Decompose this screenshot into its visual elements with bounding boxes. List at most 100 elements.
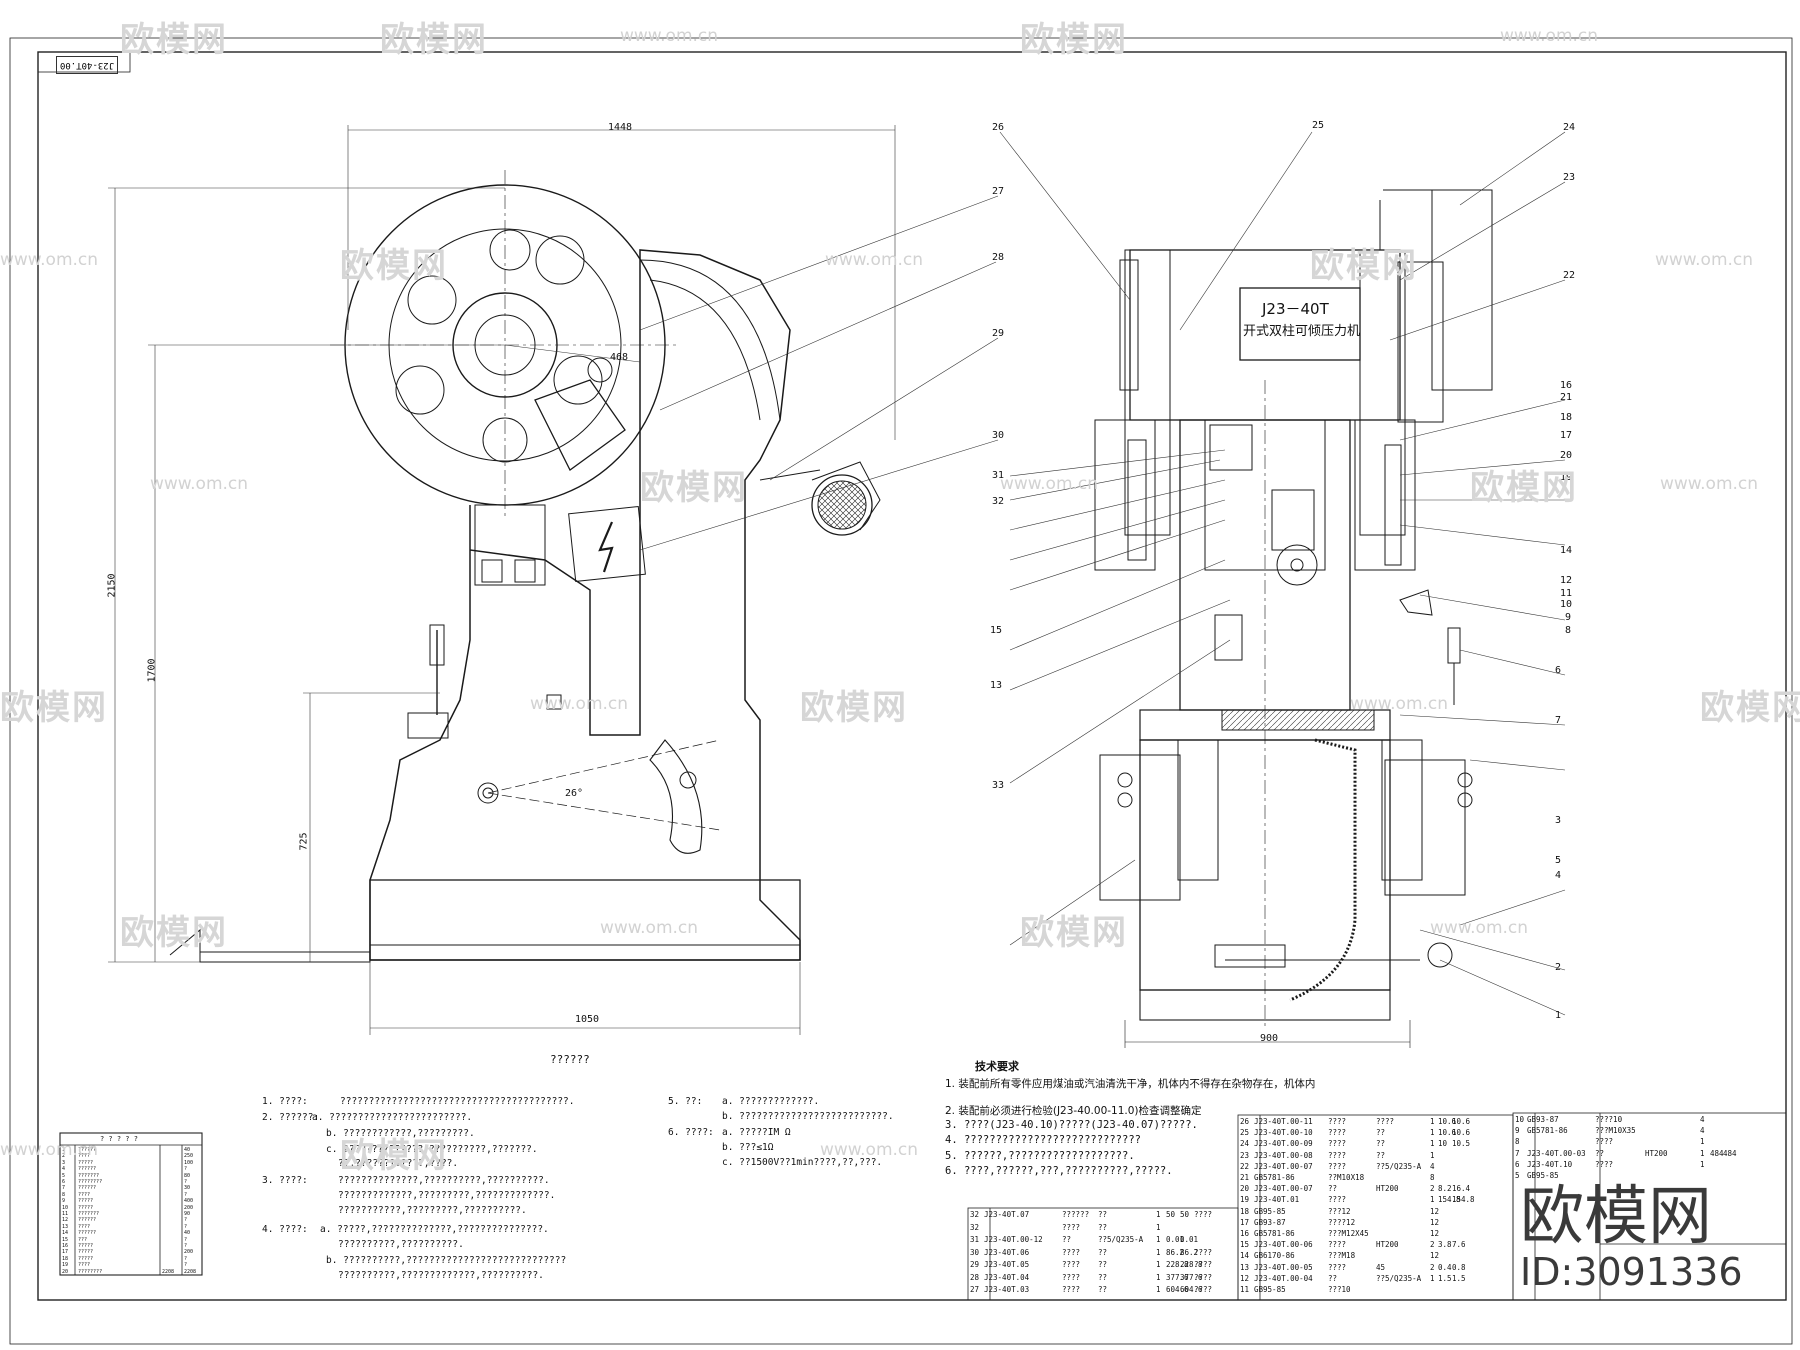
bom-c-cell: GB95-85 [1527,1171,1559,1180]
bom-b-cell: J23-40T.00-05 [1254,1262,1313,1272]
small-table-cell: 2208 [184,1268,197,1275]
frame-outline [369,249,801,961]
bom-a-cell: J23-40T.03 [984,1285,1030,1294]
bom-b-cell: 19 [1240,1195,1250,1205]
bom-b-cell: GB95-85 [1254,1285,1286,1294]
bom-b-cell: J23-40T.00-11 [1254,1117,1313,1126]
note-6-label: 6. ????: [668,1127,714,1138]
bom-b-cell: 3.8 [1438,1240,1452,1250]
bom-b-cell: ?? [1376,1139,1386,1149]
dim-width-top: 1448 [608,122,633,133]
bom-c-cell: ?? [1595,1148,1605,1158]
small-table-cell: 7 [62,1185,66,1192]
watermark-url: www.om.cn [1500,26,1599,46]
bom-a-cell: 0.01 [1166,1235,1185,1244]
bom-b-cell: ?? [1376,1128,1386,1138]
bom-c-cell: ???? [1595,1137,1614,1147]
bom-b-cell: ???? [1328,1150,1347,1160]
small-table-cell: ???? [78,1223,91,1230]
bom-a-cell: 28 [970,1272,980,1282]
bom-c-cell: 8 [1515,1137,1520,1147]
note-2b: b. ????????????,?????????. [326,1128,475,1139]
small-table-cell: 40 [184,1147,191,1153]
bom-a-cell: J23-40T.07 [984,1210,1030,1219]
note-1-text: ????????????????????????????????????????… [340,1096,575,1107]
bom-c-cell: HT200 [1645,1148,1668,1158]
bom-a-cell: 50 [1180,1210,1190,1219]
bom-b-cell: J23-40T.01 [1254,1195,1300,1205]
small-table-cell: 4 [62,1166,66,1173]
small-table-cell: 20 [62,1268,69,1275]
bom-frame [967,1112,1787,1301]
bom-b-cell: 16 [1240,1229,1250,1238]
small-table-cell: ?????? [78,1230,97,1237]
balloon-27: 27 [992,186,1005,197]
balloon-13: 13 [990,680,1003,691]
small-table-cell: 80 [184,1172,191,1179]
watermark-logo: 欧模网 [340,246,448,286]
bom-c-cell: 7 [1515,1148,1520,1158]
electrical-box [568,505,646,583]
bom-a-cell: 29 [970,1260,980,1269]
bom-a-cell: ?? [1098,1272,1108,1282]
dim-flywheel-r: 468 [610,352,629,363]
small-table-cell: 1 [62,1147,66,1153]
dimension-lines [108,125,896,1035]
watermark-url: www.om.cn [1430,918,1529,938]
small-table-cell: 40 [184,1230,191,1237]
small-table-cell: ????? [78,1255,94,1262]
small-table-cell: 14 [62,1230,69,1237]
lightning-symbol [598,521,614,573]
small-table-cell: ???? [78,1191,91,1198]
brand-id: ID:3091336 [1520,1250,1743,1294]
bom-b-cell: 1 [1430,1195,1435,1205]
watermark-url: www.om.cn [620,26,719,46]
balloon-18: 18 [1560,412,1573,423]
small-table-cell: ????? [78,1198,94,1205]
small-table-cell: ????? [78,1249,94,1256]
bom-b-cell: 12 [1430,1251,1440,1261]
bom-b-cell: 45 [1376,1262,1386,1272]
bom-b-cell: HT200 [1376,1240,1399,1250]
bom-b-cell: 10.6 [1452,1128,1471,1138]
small-table-cell: ? [184,1262,188,1269]
bom-b-cell: 154.8 [1452,1195,1475,1205]
bom-a-cell: ?? [1098,1247,1108,1257]
small-table-cell: ? [184,1255,188,1262]
bom-c-cell: 10 [1515,1115,1525,1124]
bom-a-cell: 27 [970,1285,980,1294]
bom-a-cell: ???? [1062,1272,1081,1282]
balloon-28: 28 [992,252,1005,263]
requirement-6: 6. ????,??????,???,??????????,?????. [945,1165,1173,1177]
bom-a-cell: 604.6 [1180,1285,1203,1294]
bom-b-cell: ??M10X18 [1328,1173,1365,1182]
bom-c-cell: 5 [1515,1171,1520,1180]
small-table-cell: ? [184,1223,188,1230]
bom-a-cell: ???? [1062,1285,1081,1294]
balloon-3: 3 [1555,815,1562,826]
bom-c-cell: ???? [1595,1159,1614,1169]
small-table-cell: ? [184,1243,188,1249]
bom-b-cell: 1 [1430,1150,1435,1160]
watermark-logo: 欧模网 [380,20,488,60]
note-3a: ??????????????,??????????,??????????. [338,1175,550,1186]
nameplate-name: 开式双柱可倾压力机 [1243,324,1361,339]
small-table-cell: 30 [184,1185,191,1192]
parameter-table-frame [59,1132,203,1276]
watermark-logo: 欧模网 [340,1136,448,1176]
bom-a-cell: ??5/Q235-A [1098,1235,1144,1244]
dim-base-width: 1050 [575,1014,600,1025]
bom-b-cell: 2 [1430,1240,1435,1250]
bom-b-cell: 0.4 [1438,1262,1452,1272]
note-1-label: 1. ????: [262,1096,308,1107]
note-3-label: 3. ????: [262,1175,308,1186]
small-table-cell: ??? [78,1236,88,1243]
balloon-7: 7 [1555,715,1562,726]
bom-b-cell: 154.8 [1438,1195,1461,1205]
note-5a: a. ?????????????. [722,1096,820,1107]
small-table-cell: 6 [62,1179,66,1185]
motor [759,461,881,536]
requirements-title: 技术要求 [975,1060,1019,1073]
small-table-cell: ?????? [78,1185,97,1192]
note-6a: a. ?????IM Ω [722,1127,791,1138]
